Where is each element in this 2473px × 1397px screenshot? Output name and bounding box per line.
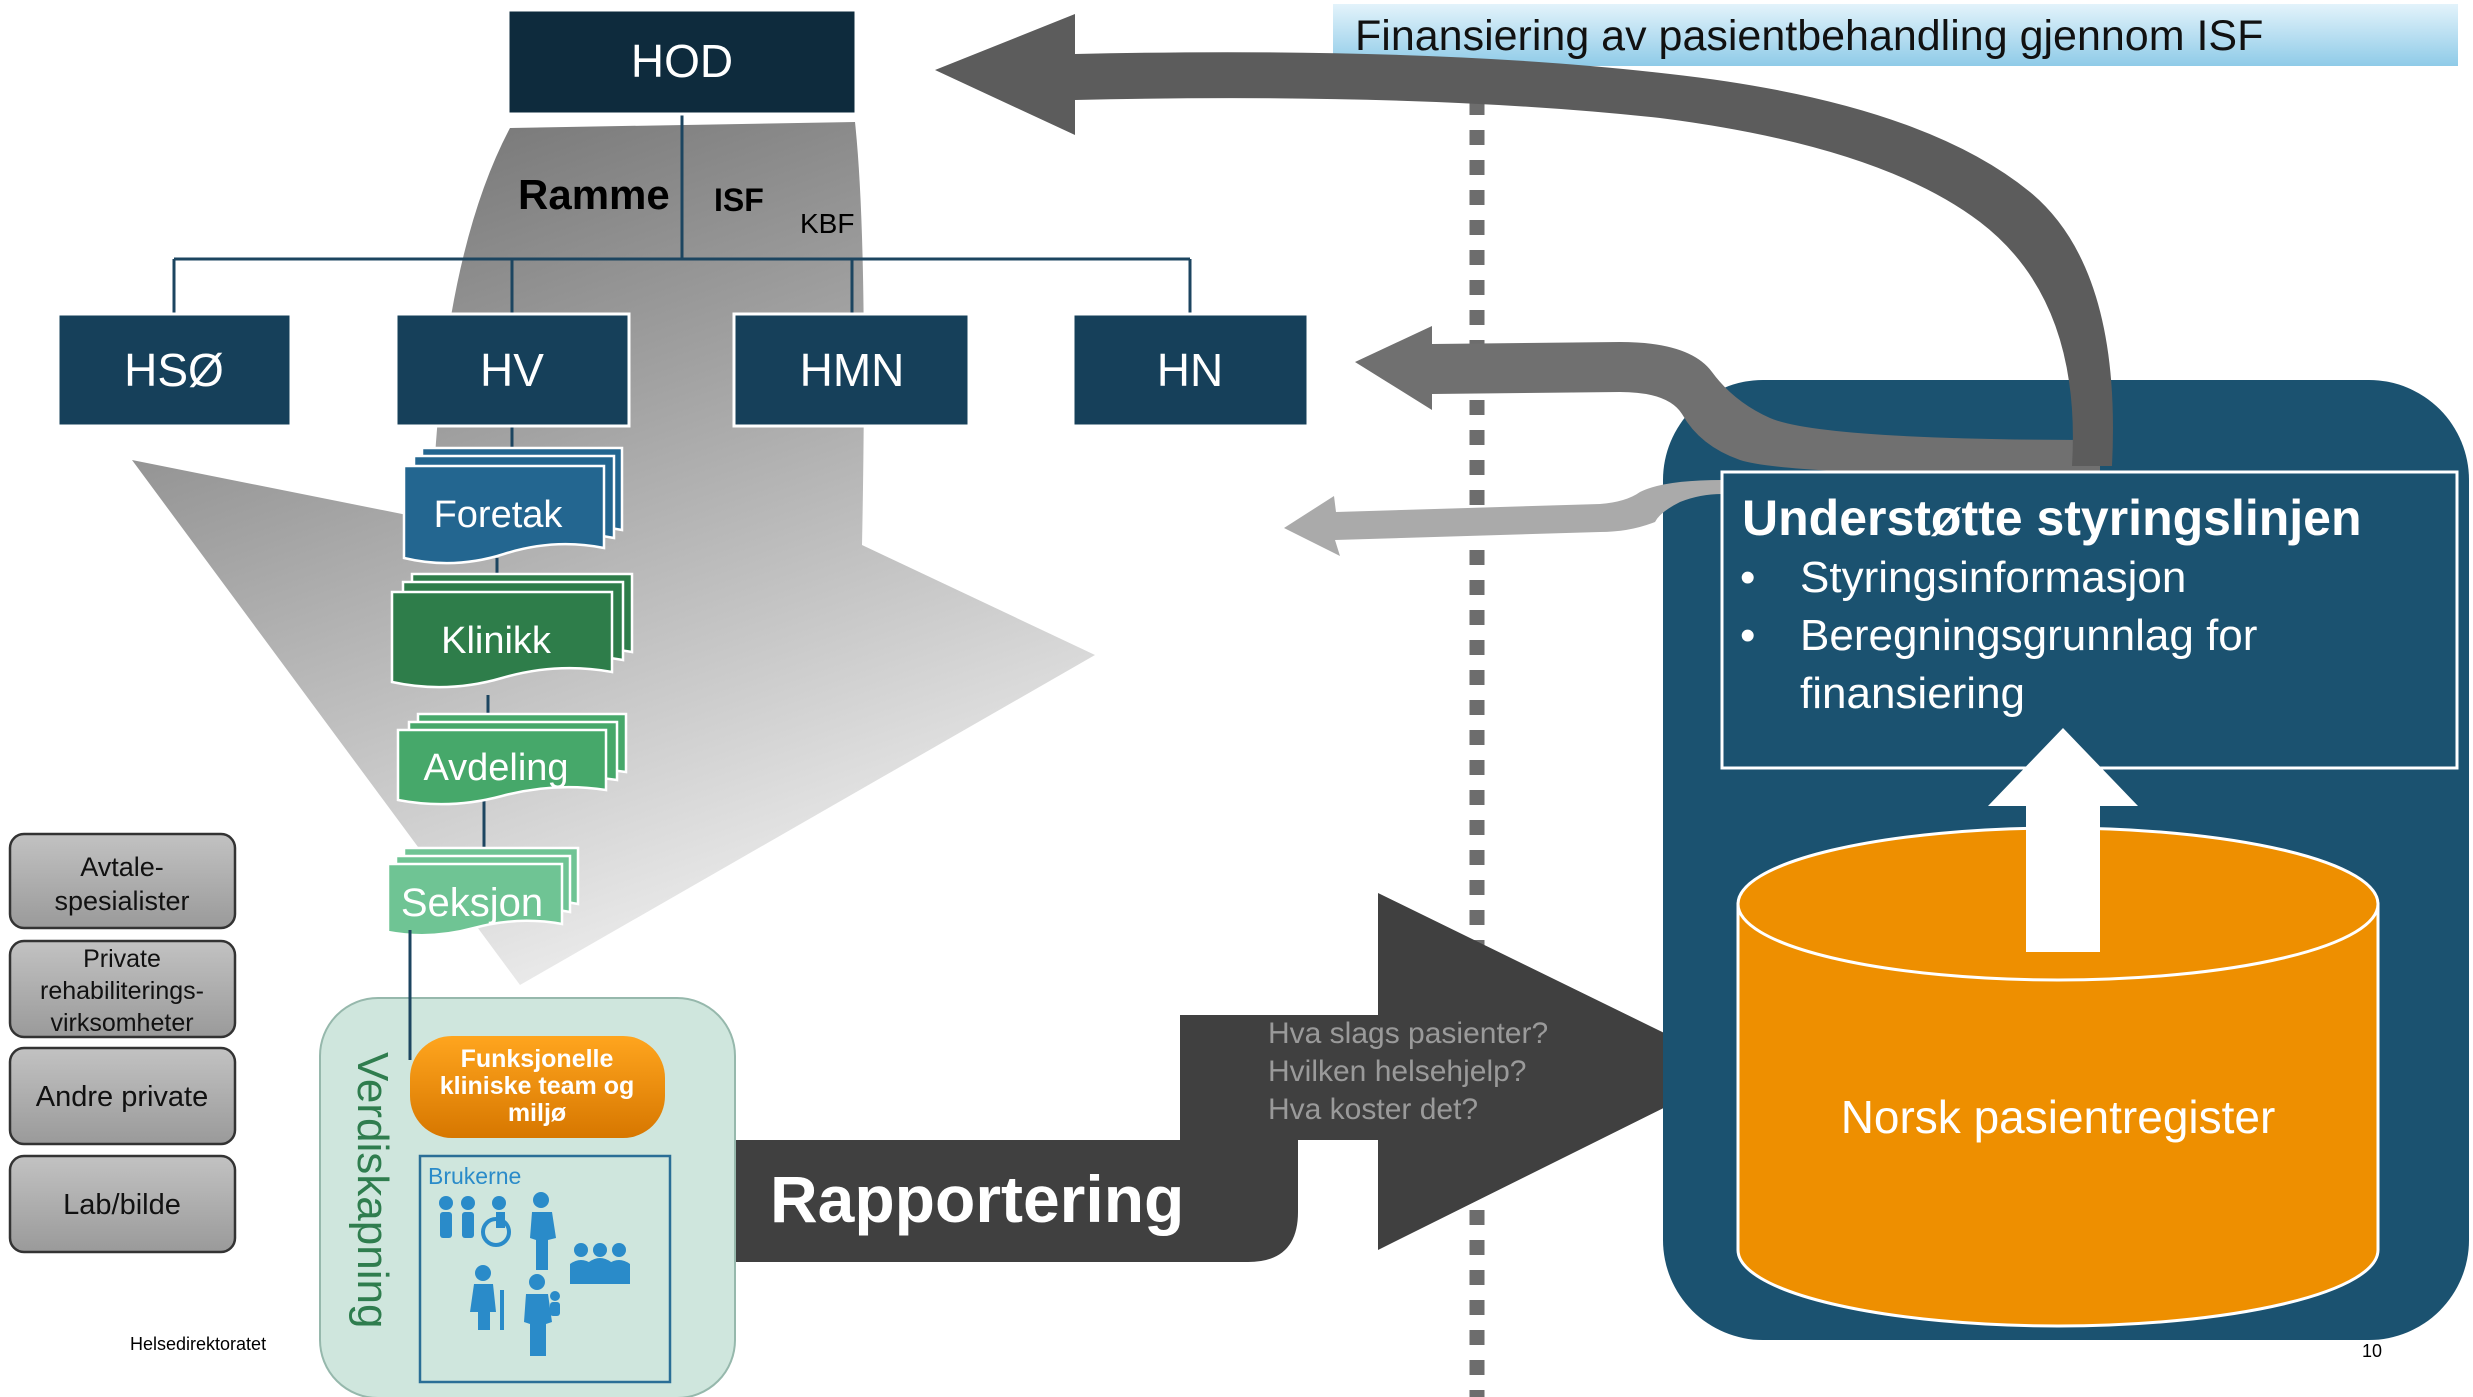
rhf-hso-label: HSØ	[124, 344, 224, 396]
npr-label: Norsk pasientregister	[1841, 1091, 2276, 1143]
rapportering-arrow	[715, 893, 1740, 1262]
arrow-to-foretak	[1284, 480, 1722, 556]
klinikk-label: Klinikk	[441, 620, 552, 662]
rhf-hmn-box: HMN	[732, 312, 971, 428]
users-icon	[439, 1192, 630, 1356]
styring-box: Understøtte styringslinjen • Styringsinf…	[1720, 470, 2459, 770]
rhf-hmn-label: HMN	[800, 344, 905, 396]
foretak-stack: Foretak	[402, 446, 624, 565]
question-pasienter: Hva slags pasienter?	[1268, 1017, 1548, 1050]
verdiskapning-label: Verdiskapning	[348, 1052, 397, 1328]
rhf-hn-box: HN	[1071, 312, 1310, 428]
question-koster: Hva koster det?	[1268, 1093, 1478, 1126]
arrow-to-hod	[935, 14, 2113, 466]
hod-label: HOD	[631, 35, 733, 87]
side-button-andre-private[interactable]: Andre private	[8, 1046, 237, 1146]
rhf-hv-box: HV	[394, 312, 631, 428]
page-title: Finansiering av pasientbehandling gjenno…	[1355, 12, 2263, 60]
seksjon-stack: Seksjon	[386, 846, 580, 937]
bullet-dot: •	[1740, 553, 1755, 602]
ramme-label: Ramme	[518, 171, 670, 218]
page-number: 10	[2362, 1341, 2382, 1361]
team-pill: Funksjonelle kliniske team og miljø	[410, 1036, 665, 1138]
users-label: Brukerne	[428, 1163, 521, 1189]
team-label: Funksjonelle	[461, 1045, 614, 1073]
styring-bullet: Styringsinformasjon	[1800, 553, 2186, 602]
styring-heading: Understøtte styringslinjen	[1742, 490, 2362, 546]
bullet-dot: •	[1740, 611, 1755, 660]
hod-box: HOD	[506, 8, 858, 116]
side-button-label: Avtale-	[80, 852, 164, 882]
styring-bullet: Beregningsgrunnlag for	[1800, 611, 2257, 660]
rhf-hv-label: HV	[480, 344, 544, 396]
styring-bullet-cont: finansiering	[1800, 669, 2025, 718]
rapportering-label: Rapportering	[770, 1162, 1184, 1236]
foretak-label: Foretak	[434, 494, 564, 536]
side-button-lab-bilde[interactable]: Lab/bilde	[8, 1154, 237, 1254]
rhf-hn-label: HN	[1157, 344, 1223, 396]
side-button-label: Lab/bilde	[63, 1189, 181, 1221]
kbf-label: KBF	[800, 208, 854, 239]
side-button-label: Private	[83, 945, 161, 973]
rhf-hso-box: HSØ	[56, 312, 293, 428]
users-box: Brukerne	[418, 1154, 672, 1384]
side-button-avtalespesialister[interactable]: Avtale- spesialister	[8, 832, 237, 930]
team-label: miljø	[508, 1099, 567, 1127]
avdeling-label: Avdeling	[423, 747, 568, 789]
up-arrow	[1988, 728, 2138, 952]
title-banner: Finansiering av pasientbehandling gjenno…	[1333, 4, 2458, 66]
isf-label: ISF	[714, 182, 764, 218]
question-helsehjelp: Hvilken helsehjelp?	[1268, 1055, 1527, 1088]
side-button-label: Andre private	[36, 1081, 209, 1113]
seksjon-label: Seksjon	[401, 881, 543, 925]
arrow-to-hn	[1355, 326, 2100, 476]
avdeling-stack: Avdeling	[396, 712, 628, 806]
side-button-label: virksomheter	[50, 1009, 193, 1037]
footer-org: Helsedirektoratet	[130, 1334, 266, 1354]
npr-database: Norsk pasientregister	[1736, 826, 2380, 1328]
ramme-big-arrow	[132, 122, 1095, 985]
team-label: kliniske team og	[440, 1072, 635, 1100]
side-button-label: spesialister	[54, 886, 189, 916]
side-button-private-rehab[interactable]: Private rehabiliterings- virksomheter	[8, 939, 237, 1039]
klinikk-stack: Klinikk	[390, 572, 634, 689]
side-button-label: rehabiliterings-	[40, 977, 204, 1005]
